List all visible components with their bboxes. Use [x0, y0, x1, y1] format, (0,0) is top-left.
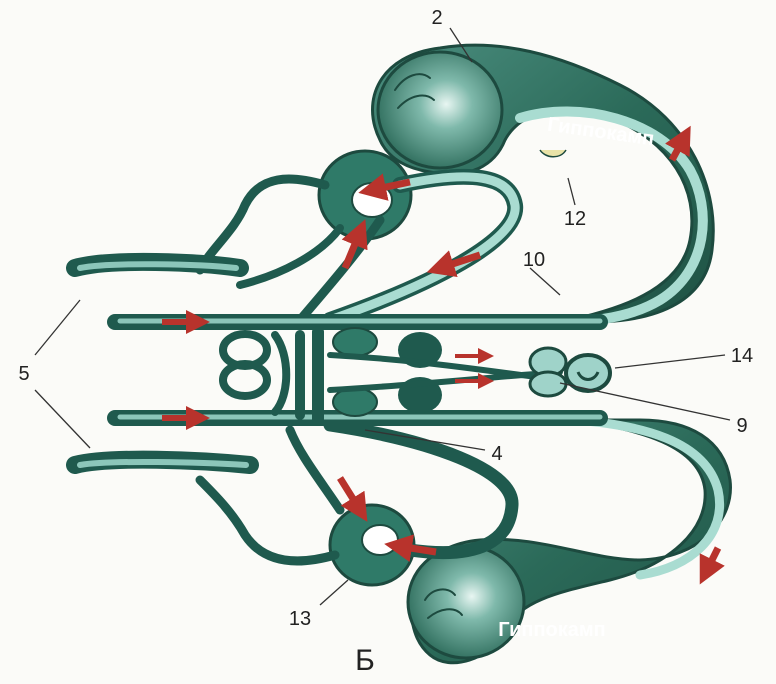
label-2: 2	[431, 7, 442, 29]
label-12: 12	[564, 208, 586, 230]
arrow-11	[706, 548, 718, 572]
label-5: 5	[18, 363, 29, 385]
label-4: 4	[491, 443, 502, 465]
label-13: 13	[289, 608, 311, 630]
arrow-9	[340, 478, 360, 510]
label-10: 10	[523, 249, 545, 271]
label-14: 14	[731, 345, 753, 367]
tracts	[75, 177, 600, 561]
structure-14	[530, 348, 610, 396]
hippocampus-label-bottom: Гиппокамп	[498, 619, 606, 641]
label-9: 9	[736, 415, 747, 437]
nucleus-top	[319, 151, 411, 239]
panel-letter: Б	[355, 644, 375, 677]
